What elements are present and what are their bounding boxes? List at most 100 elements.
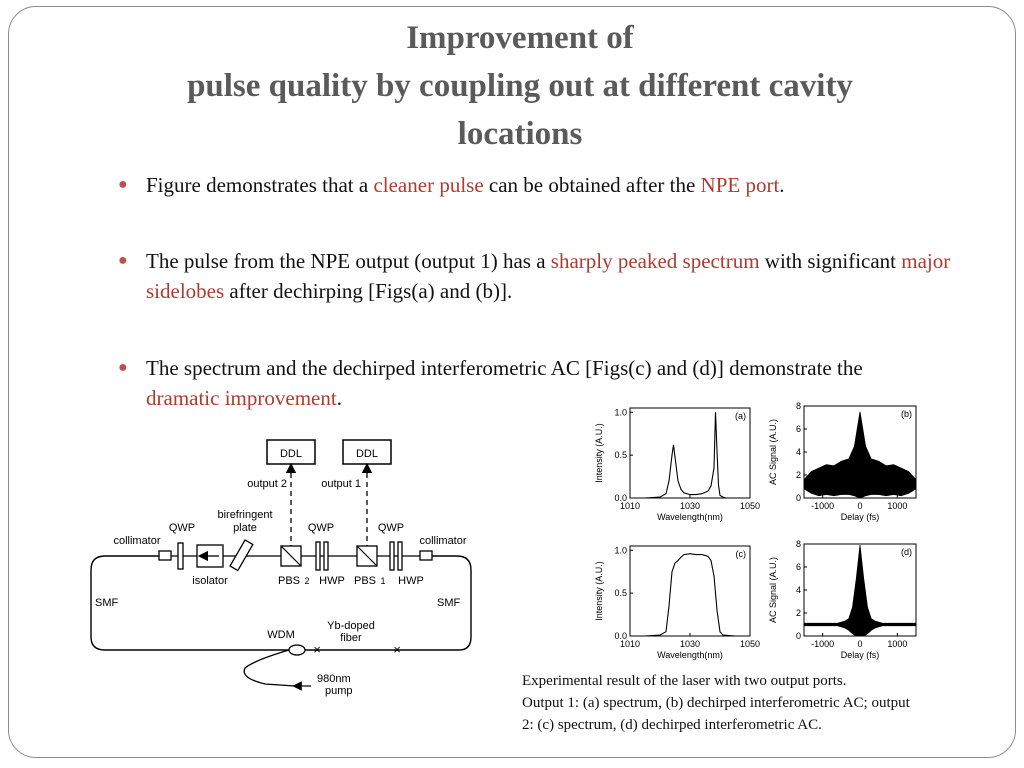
bullet-highlight: sharply peaked spectrum	[550, 249, 760, 273]
qwp-mid-label: QWP	[308, 522, 334, 534]
smf-left-label: SMF	[95, 597, 119, 609]
fiber-loop	[90, 555, 472, 651]
collimator-left	[158, 550, 172, 561]
pump-label-1: 980nm	[317, 673, 351, 685]
caption-line-1: Experimental result of the laser with tw…	[522, 673, 847, 689]
laser-cavity-diagram: DDL DDL output 2 output 1 birefringent p…	[90, 439, 472, 697]
chart-c-panel-label: (c)	[736, 549, 747, 559]
yb-doped-label: Yb-doped	[327, 620, 375, 632]
chart-a-y-tick-label: 0.0	[614, 493, 627, 503]
pbs1-number: 1	[380, 576, 385, 586]
collimator-right	[419, 550, 433, 561]
chart-a-plot-frame	[629, 407, 751, 499]
bullet-text: after dechirping [Figs(a) and (b)].	[224, 279, 513, 303]
chart-b-y-tick-label: 8	[796, 401, 801, 411]
chart-c-y-axis-label: Intensity (A.U.)	[594, 561, 604, 621]
chart-b-ac-envelope	[803, 411, 917, 499]
pbs-2-diagonal	[280, 545, 302, 567]
chart-a-x-tick-label: 1030	[680, 501, 700, 511]
output1-label: output 1	[321, 478, 361, 490]
bullet-dot-icon: ●	[118, 359, 128, 376]
bullet-text: Figure demonstrates that a	[146, 173, 374, 197]
chart-b-y-axis-label: AC Signal (A.U.)	[768, 419, 778, 485]
chart-d-y-axis-label: AC Signal (A.U.)	[768, 557, 778, 623]
fiber-label: fiber	[340, 632, 362, 644]
bullet-dot-icon: ●	[118, 252, 128, 269]
chart-c-x-axis-label: Wavelength(nm)	[657, 650, 723, 660]
bullet-highlight: cleaner pulse	[373, 173, 484, 197]
plate-label: plate	[233, 522, 257, 534]
chart-a-x-tick-label: 1010	[620, 501, 640, 511]
pump-fiber	[243, 649, 296, 687]
chart-d-y-tick-label: 8	[796, 539, 801, 549]
chart-b-y-tick-label: 0	[796, 493, 801, 503]
bullet-item-3: ● The spectrum and the dechirped interfe…	[118, 353, 886, 413]
bullet-dot-icon: ●	[118, 176, 128, 193]
bullet-text: The pulse from the NPE output (output 1)…	[146, 249, 551, 273]
bullet-list: ● Figure demonstrates that a cleaner pul…	[118, 170, 968, 413]
hwp-mid-label: HWP	[319, 575, 345, 587]
qwp-right-label: QWP	[378, 522, 404, 534]
chart-c-x-tick-label: 1050	[740, 639, 760, 649]
chart-c-plot-frame	[629, 545, 751, 637]
birefringent-label: birefringent	[217, 509, 272, 521]
chart-b-y-tick-label: 4	[796, 447, 801, 457]
ddl-box-right	[342, 439, 392, 465]
chart-d-x-tick-label: 0	[857, 639, 862, 649]
chart-c-series-line	[630, 553, 750, 637]
chart-b-y-tick-label: 2	[796, 470, 801, 480]
bullet-text: .	[336, 386, 342, 410]
chart-a-y-tick-label: 0.5	[614, 450, 627, 460]
chart-d-y-tick-label: 4	[796, 585, 801, 595]
chart-b-y-tick-label: 6	[796, 424, 801, 434]
chart-a-x-axis-label: Wavelength(nm)	[657, 512, 723, 522]
wdm-label: WDM	[267, 629, 295, 641]
chart-d-ac-envelope	[803, 545, 917, 637]
qwp-right	[389, 541, 395, 571]
bullet-text: .	[779, 173, 785, 197]
qwp-left-label: QWP	[169, 522, 195, 534]
pbs2-label: PBS	[278, 575, 300, 587]
bullet-text: can be obtained after the	[483, 173, 701, 197]
birefringent-plate	[229, 539, 254, 572]
chart-d-y-tick-label: 6	[796, 562, 801, 572]
collimator-left-label: collimator	[113, 535, 160, 547]
slide-title: Improvement of pulse quality by coupling…	[80, 14, 960, 158]
ddl-label-right: DDL	[356, 448, 378, 460]
qwp-left	[177, 542, 184, 570]
collimator-right-label: collimator	[419, 535, 466, 547]
caption-line-2: Output 1: (a) spectrum, (b) dechirped in…	[522, 695, 910, 711]
x-splice-left-icon: ×	[313, 642, 321, 657]
title-line-2: pulse quality by coupling out at differe…	[187, 68, 853, 104]
chart-b-x-tick-label: 0	[857, 501, 862, 511]
isolator-label: isolator	[192, 575, 228, 587]
title-line-1: Improvement of	[406, 20, 634, 56]
hwp-right	[397, 541, 403, 571]
bullet-text: The spectrum and the dechirped interfero…	[146, 356, 863, 380]
hwp-mid	[323, 541, 329, 571]
chart-a-x-tick-label: 1050	[740, 501, 760, 511]
bullet-highlight: NPE port	[700, 173, 780, 197]
chart-b-x-tick-label: 1000	[887, 501, 907, 511]
smf-right-label: SMF	[437, 597, 461, 609]
chart-c-y-tick-label: 1.0	[614, 545, 627, 555]
chart-c-x-tick-label: 1010	[620, 639, 640, 649]
chart-d-x-tick-label: 1000	[887, 639, 907, 649]
pump-label-2: pump	[325, 685, 353, 697]
chart-d-y-tick-label: 2	[796, 608, 801, 618]
caption-line-3: 2: (c) spectrum, (d) dechirped interfero…	[522, 717, 822, 733]
chart-a-y-axis-label: Intensity (A.U.)	[594, 423, 604, 483]
pbs1-label: PBS	[354, 575, 376, 587]
title-line-3: locations	[457, 116, 583, 152]
chart-a-panel-label: (a)	[735, 411, 746, 421]
wdm-coupler	[288, 644, 306, 656]
qwp-mid	[315, 541, 321, 571]
ddl-label-left: DDL	[280, 448, 302, 460]
chart-d-y-tick-label: 0	[796, 631, 801, 641]
output2-label: output 2	[247, 478, 287, 490]
